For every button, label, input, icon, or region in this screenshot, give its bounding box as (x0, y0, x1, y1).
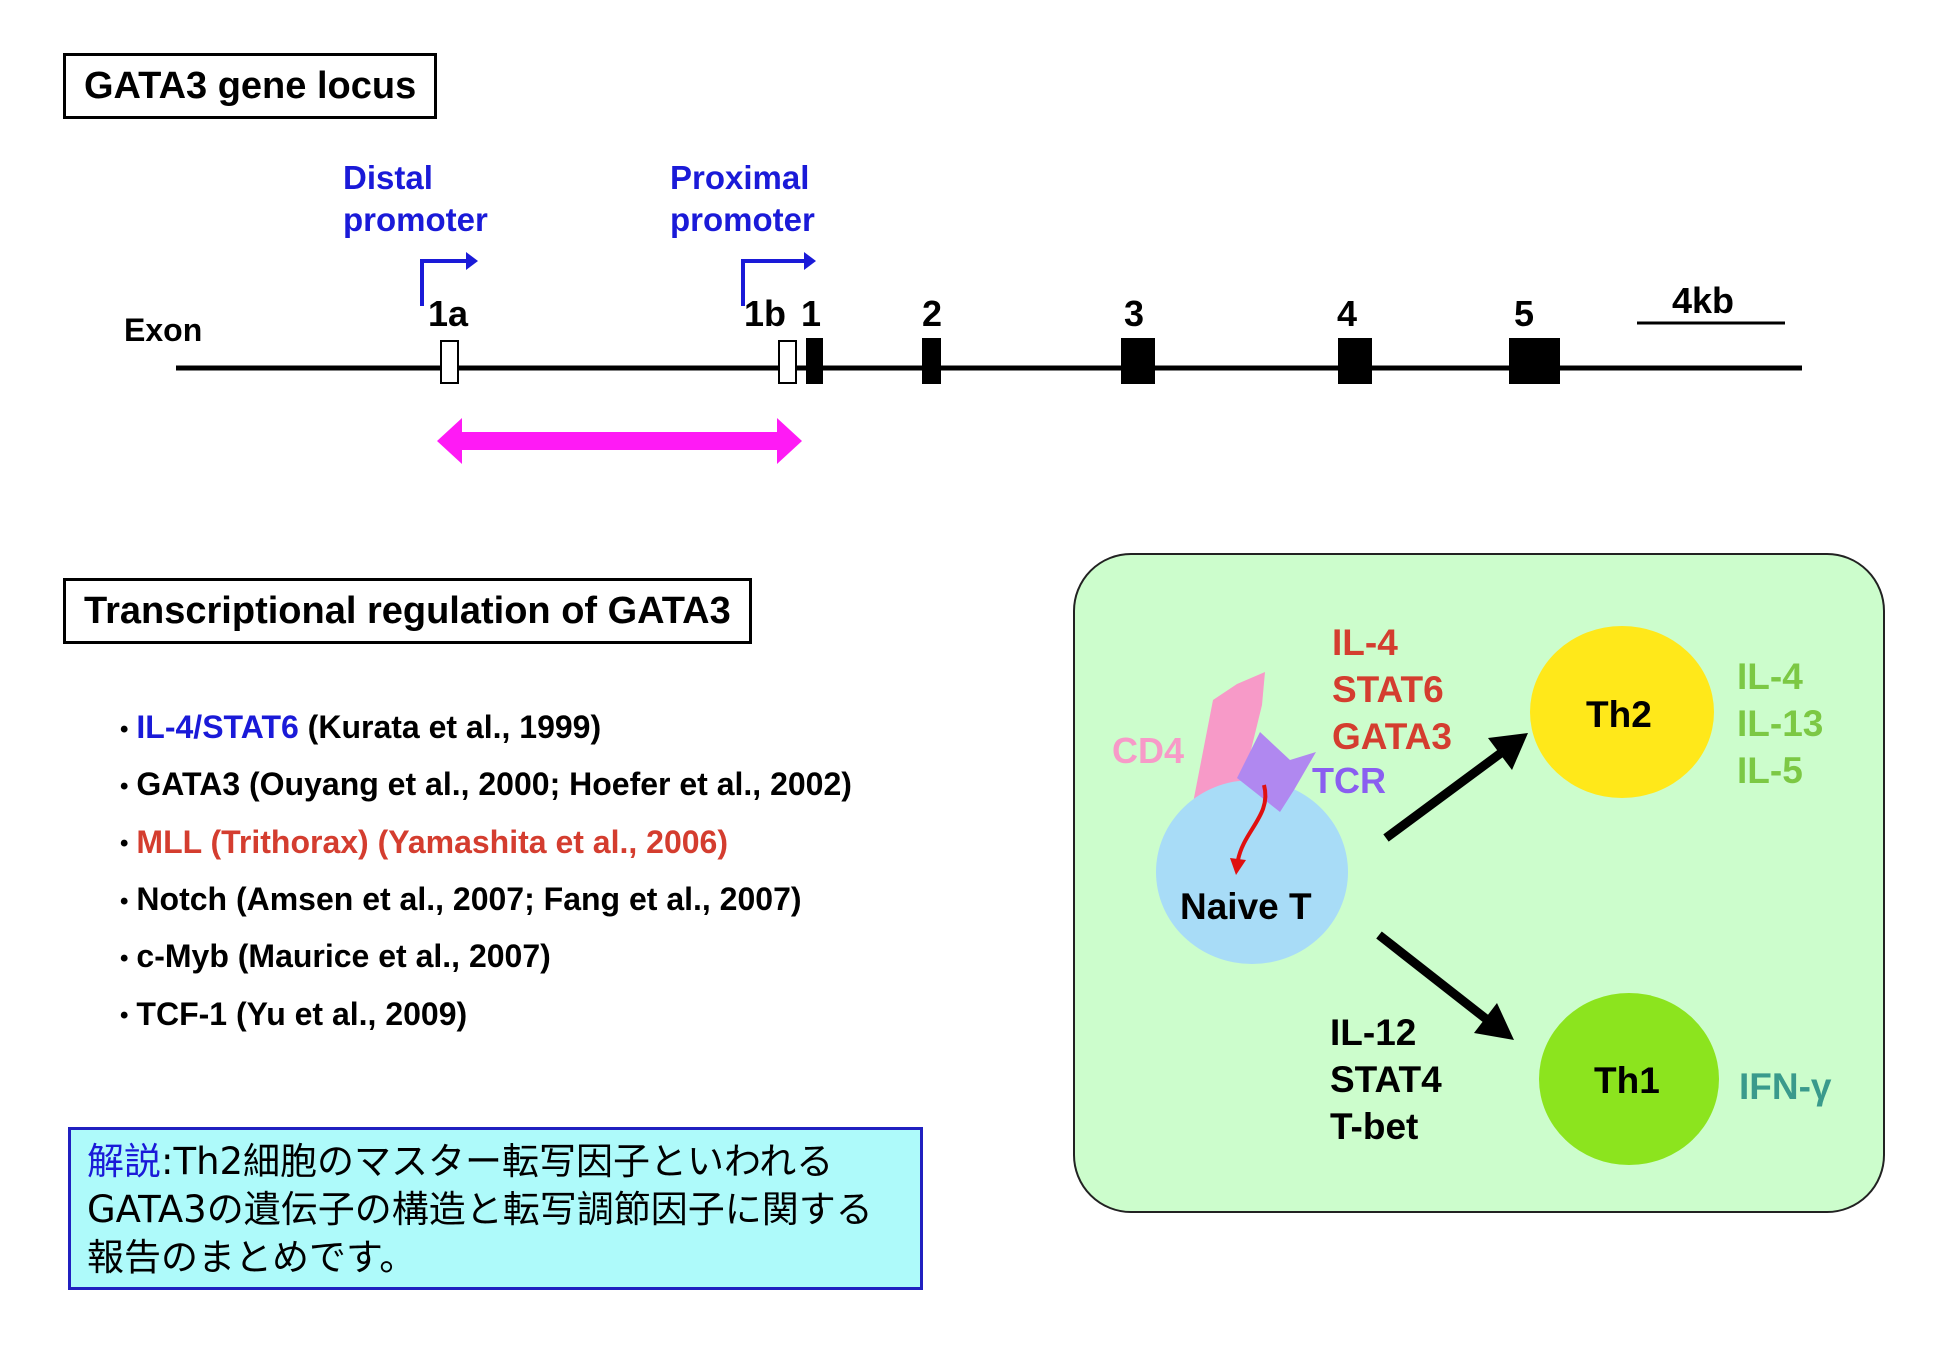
th2-label: Th2 (1586, 694, 1652, 735)
exon-label-1: 1 (801, 293, 822, 334)
bullet-icon: • (120, 715, 129, 743)
proximal-promoter-arrowhead (804, 252, 816, 270)
note-text: Th2細胞のマスター転写因子といわれるGATA3の遺伝子の構造と転写調節因子に関… (87, 1140, 873, 1279)
exon-label-2: 2 (922, 293, 943, 334)
th2-differentiation-arrowhead (1488, 733, 1528, 770)
proximal-promoter-label: Proximal promoter (670, 159, 815, 238)
gene-locus-title: GATA3 gene locus (63, 53, 438, 119)
bullet-icon: • (120, 945, 129, 973)
regulation-title: Transcriptional regulation of GATA3 (63, 578, 752, 644)
exon-2-box (922, 338, 941, 384)
tcr-label: TCR (1312, 760, 1386, 801)
ref-text: Notch (Amsen et al., 2007; Fang et al., … (136, 881, 802, 918)
promoter-span-arrow (437, 418, 802, 464)
exon-label-3: 3 (1124, 293, 1145, 334)
distal-promoter-arrow (420, 259, 472, 306)
exon-label-1b: 1b (744, 293, 787, 334)
exon-label-1a: 1a (428, 293, 469, 334)
note-box: 解説:Th2細胞のマスター転写因子といわれるGATA3の遺伝子の構造と転写調節因… (68, 1127, 923, 1290)
exon-label-4: 4 (1337, 293, 1358, 334)
ref-highlight: IL-4/STAT6 (136, 709, 299, 745)
exon-label: Exon (124, 312, 203, 348)
exon-4-box (1338, 338, 1372, 384)
th1-cytokine-list: IFN-γ (1739, 1066, 1832, 1107)
exon-1b-box (778, 340, 797, 384)
distal-promoter-label: Distal promoter (343, 159, 488, 238)
exon-1a-box (440, 340, 459, 384)
ref-text: c-Myb (Maurice et al., 2007) (136, 938, 551, 975)
regulation-ref-item: •GATA3 (Ouyang et al., 2000; Hoefer et a… (120, 757, 852, 814)
exon-label-5: 5 (1514, 293, 1535, 334)
th1-differentiation-arrow (1376, 931, 1493, 1026)
th2-cytokine-list: IL-4 IL-13 IL-5 (1737, 656, 1824, 791)
distal-promoter-arrowhead (466, 252, 478, 270)
th2-inducer-list: IL-4 STAT6 GATA3 (1332, 622, 1452, 757)
regulation-ref-list: •IL-4/STAT6 (Kurata et al., 1999)•GATA3 … (120, 700, 852, 1044)
note-separator: : (161, 1140, 174, 1183)
ref-text: TCF-1 (Yu et al., 2009) (136, 995, 468, 1032)
bullet-icon: • (120, 1002, 129, 1030)
exon-3-box (1121, 338, 1155, 384)
regulation-ref-item: •Notch (Amsen et al., 2007; Fang et al.,… (120, 872, 852, 929)
regulation-ref-item: •MLL (Trithorax) (Yamashita et al., 2006… (120, 815, 852, 872)
tcr-receptor-shape (1237, 732, 1316, 812)
regulation-ref-item: •TCF-1 (Yu et al., 2009) (120, 987, 852, 1044)
exon-5-box (1509, 338, 1560, 384)
cd4-label: CD4 (1112, 730, 1185, 771)
th1-differentiation-arrowhead (1474, 1003, 1514, 1040)
naive-t-cell (1156, 780, 1348, 964)
th1-inducer-list: IL-12 STAT4 T-bet (1330, 1012, 1442, 1147)
naive-t-label: Naive T (1180, 886, 1312, 927)
exon-1-box (806, 338, 823, 384)
bullet-icon: • (120, 830, 129, 858)
scale-bar-label: 4kb (1672, 280, 1735, 321)
bullet-icon: • (120, 773, 129, 801)
th2-differentiation-arrow (1383, 746, 1508, 842)
cd4-receptor-shape (1193, 672, 1265, 803)
ref-highlight: MLL (Trithorax) (Yamashita et al., 2006) (136, 823, 728, 860)
proximal-promoter-arrow (741, 259, 810, 306)
regulation-ref-item: •c-Myb (Maurice et al., 2007) (120, 929, 852, 986)
signal-arrowhead (1230, 858, 1246, 875)
regulation-ref-item: •IL-4/STAT6 (Kurata et al., 1999) (120, 700, 852, 757)
note-label: 解説 (87, 1140, 161, 1183)
bullet-icon: • (120, 887, 129, 915)
th2-cell (1530, 626, 1714, 798)
gene-locus-diagram (176, 252, 1802, 464)
ref-text: GATA3 (Ouyang et al., 2000; Hoefer et al… (136, 766, 852, 803)
signal-arrow (1236, 784, 1268, 861)
th1-cell (1539, 993, 1719, 1165)
ref-text: (Kurata et al., 1999) (298, 709, 602, 745)
th1-label: Th1 (1594, 1060, 1660, 1101)
